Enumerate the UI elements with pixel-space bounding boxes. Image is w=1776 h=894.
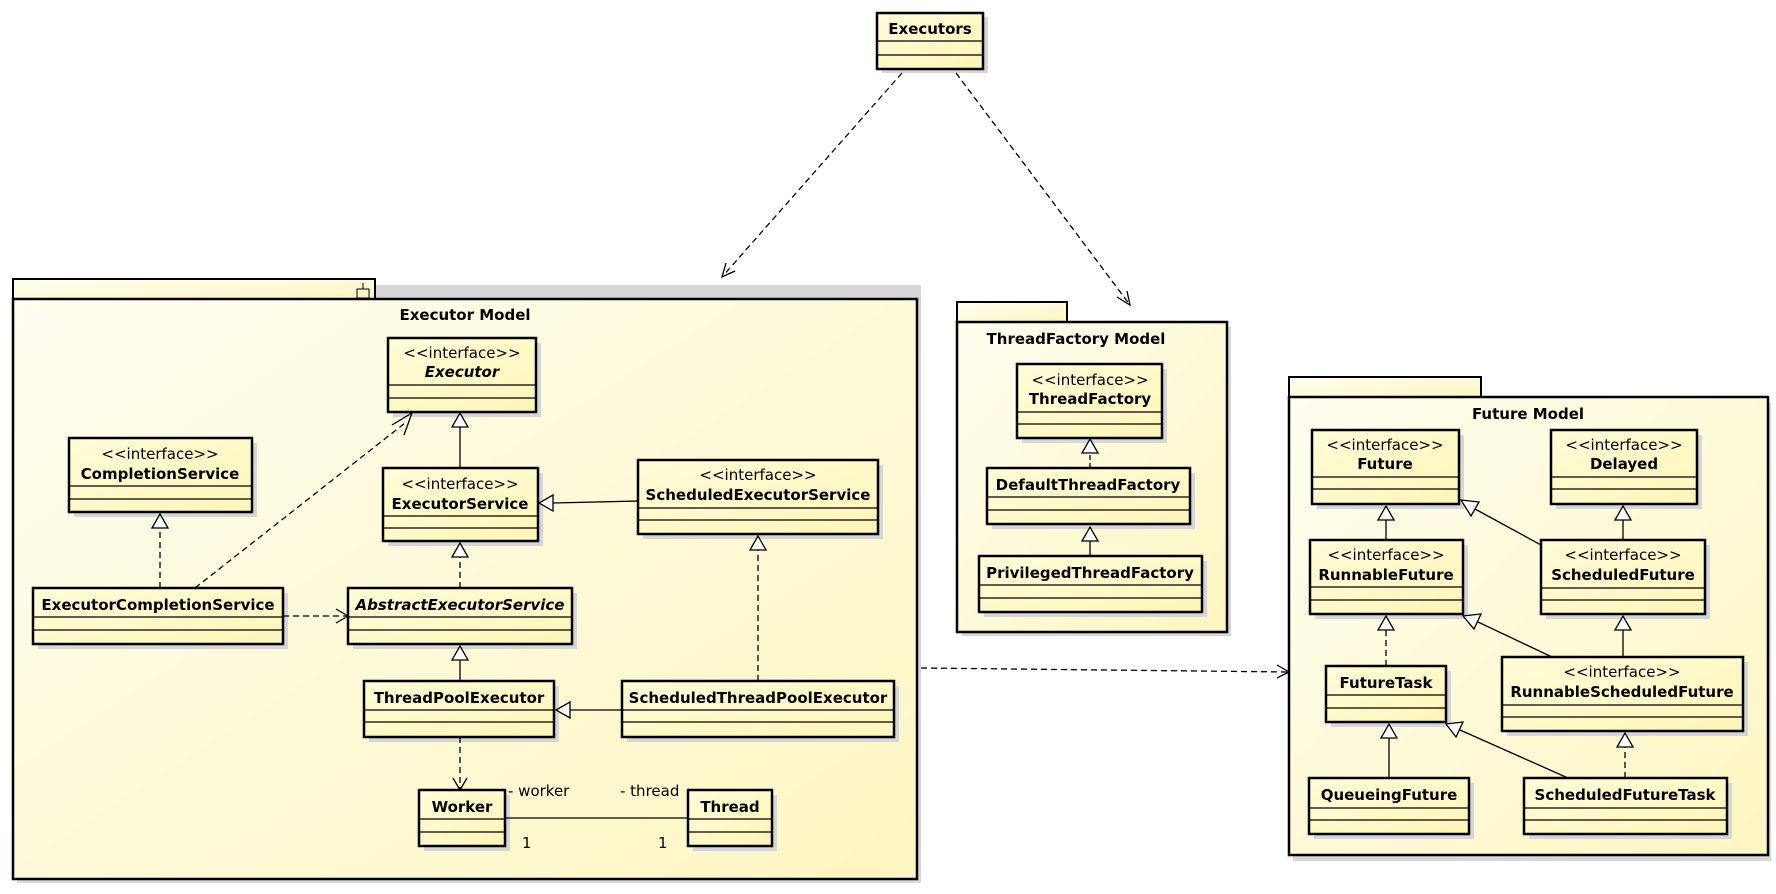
realization-abstractexecutorservice-executorservice (450, 541, 470, 588)
generalization-scheduledfuture-delayed (1613, 504, 1633, 540)
generalization-scheduledfuturetask-futuretask (1444, 721, 1569, 779)
realization-scheduledfuturetask-runnablescheduledfuture (1615, 731, 1635, 778)
class-executor-service[interactable]: <<interface>> ExecutorService (381, 466, 543, 546)
class-scheduled-executor-service[interactable]: <<interface>> ScheduledExecutorService (636, 458, 883, 539)
class-runnable-scheduled-future[interactable]: <<interface>> RunnableScheduledFuture (1500, 655, 1748, 736)
association-role-worker: - worker (508, 782, 570, 800)
class-delayed[interactable]: <<interface>> Delayed (1549, 428, 1702, 509)
class-runnable-future[interactable]: <<interface>> RunnableFuture (1308, 538, 1468, 619)
generalization-executorservice-executor (450, 411, 470, 468)
class-name: ExecutorCompletionService (41, 596, 274, 614)
stereotype-label: <<interface>> (1326, 436, 1443, 454)
class-thread-factory[interactable]: <<interface>> ThreadFactory (1015, 362, 1167, 443)
generalization-scheduledexecutorservice-executorservice (537, 493, 639, 513)
generalization-runnablescheduledfuture-scheduledfuture (1613, 614, 1633, 657)
stereotype-label: <<interface>> (1031, 371, 1148, 389)
class-name: ScheduledFutureTask (1535, 786, 1717, 804)
generalization-privilegedthreadfactory-defaultthreadfactory (1080, 525, 1100, 556)
association-role-thread: - thread (620, 782, 679, 800)
stereotype-label: <<interface>> (1327, 546, 1444, 564)
class-name: RunnableFuture (1318, 566, 1453, 584)
class-future[interactable]: <<interface>> Future (1310, 428, 1464, 509)
class-scheduled-future[interactable]: <<interface>> ScheduledFuture (1539, 538, 1710, 619)
class-name: ThreadPoolExecutor (374, 689, 545, 707)
class-scheduled-future-task[interactable]: ScheduledFutureTask (1522, 776, 1732, 839)
stereotype-label: <<interface>> (401, 475, 518, 493)
class-name: ExecutorService (392, 495, 529, 513)
class-name: Executors (888, 20, 972, 38)
class-name: QueueingFuture (1321, 786, 1458, 804)
class-default-thread-factory[interactable]: DefaultThreadFactory (985, 466, 1195, 529)
class-thread-pool-executor[interactable]: ThreadPoolExecutor (362, 679, 559, 742)
class-privileged-thread-factory[interactable]: PrivilegedThreadFactory (977, 554, 1207, 617)
dependency-executors-to-executor-model (720, 72, 903, 279)
class-name: Thread (700, 798, 759, 816)
generalization-threadpoolexecutor-abstractexecutorservice (450, 644, 470, 681)
class-name: ScheduledThreadPoolExecutor (629, 689, 888, 707)
class-future-task[interactable]: FutureTask (1324, 664, 1451, 727)
class-name: ThreadFactory (1029, 390, 1152, 408)
class-name: DefaultThreadFactory (996, 476, 1181, 494)
generalization-scheduledfuture-future (1459, 499, 1542, 546)
class-completion-service[interactable]: <<interface>> CompletionService (67, 436, 257, 517)
stereotype-label: <<interface>> (699, 466, 816, 484)
package-title: Future Model (1472, 405, 1584, 423)
class-name: Future (1357, 455, 1413, 473)
stereotype-label: <<interface>> (1564, 546, 1681, 564)
generalization-runnablefuture-future (1376, 504, 1396, 540)
class-name: Worker (432, 798, 493, 816)
generalization-runnablescheduledfuture-runnablefuture (1461, 613, 1553, 658)
realization-scheduledthreadpoolexecutor-scheduledexecutorservice (748, 534, 768, 681)
class-name: ScheduledFuture (1551, 566, 1695, 584)
class-executor-completion-service[interactable]: ExecutorCompletionService (31, 586, 288, 649)
dependency-threadpoolexecutor-worker (452, 737, 468, 792)
class-executors[interactable]: Executors (875, 11, 988, 73)
class-name: CompletionService (81, 465, 240, 483)
class-thread[interactable]: Thread (686, 788, 777, 851)
class-name: Executor (425, 363, 501, 381)
generalization-queueingfuture-futuretask (1379, 722, 1399, 778)
class-scheduled-thread-pool-executor[interactable]: ScheduledThreadPoolExecutor (620, 679, 899, 742)
realization-defaultthreadfactory-threadfactory (1080, 437, 1100, 468)
package-title: Executor Model (399, 306, 530, 324)
class-name: PrivilegedThreadFactory (986, 564, 1194, 582)
stereotype-label: <<interface>> (1565, 436, 1682, 454)
package-icon (356, 283, 370, 299)
generalization-scheduledthreadpoolexecutor-threadpoolexecutor (554, 700, 622, 720)
realization-executorcompletionservice-executor (194, 411, 414, 589)
class-queueing-future[interactable]: QueueingFuture (1307, 776, 1474, 839)
stereotype-label: <<interface>> (1563, 663, 1680, 681)
realization-executorcompletionservice-completionservice (150, 512, 170, 588)
class-name: FutureTask (1340, 674, 1434, 692)
class-name: Delayed (1590, 455, 1658, 473)
realization-futuretask-runnablefuture (1376, 614, 1396, 666)
class-name: RunnableScheduledFuture (1510, 683, 1733, 701)
class-name: AbstractExecutorService (355, 596, 565, 614)
class-executor[interactable]: <<interface>> Executor (386, 336, 541, 417)
stereotype-label: <<interface>> (403, 344, 520, 362)
class-name: ScheduledExecutorService (646, 486, 871, 504)
class-abstract-executor-service[interactable]: AbstractExecutorService (346, 586, 577, 649)
dependency-executors-to-threadfactory-model (955, 72, 1131, 307)
class-worker[interactable]: Worker (417, 788, 510, 851)
association-multiplicity-worker: 1 (522, 834, 532, 852)
dependency-executor-model-to-future-model (920, 664, 1291, 679)
package-title: ThreadFactory Model (987, 330, 1166, 348)
dependency-executorcompletionservice-abstractexecutorservice (283, 608, 350, 624)
association-multiplicity-thread: 1 (658, 834, 668, 852)
stereotype-label: <<interface>> (101, 445, 218, 463)
